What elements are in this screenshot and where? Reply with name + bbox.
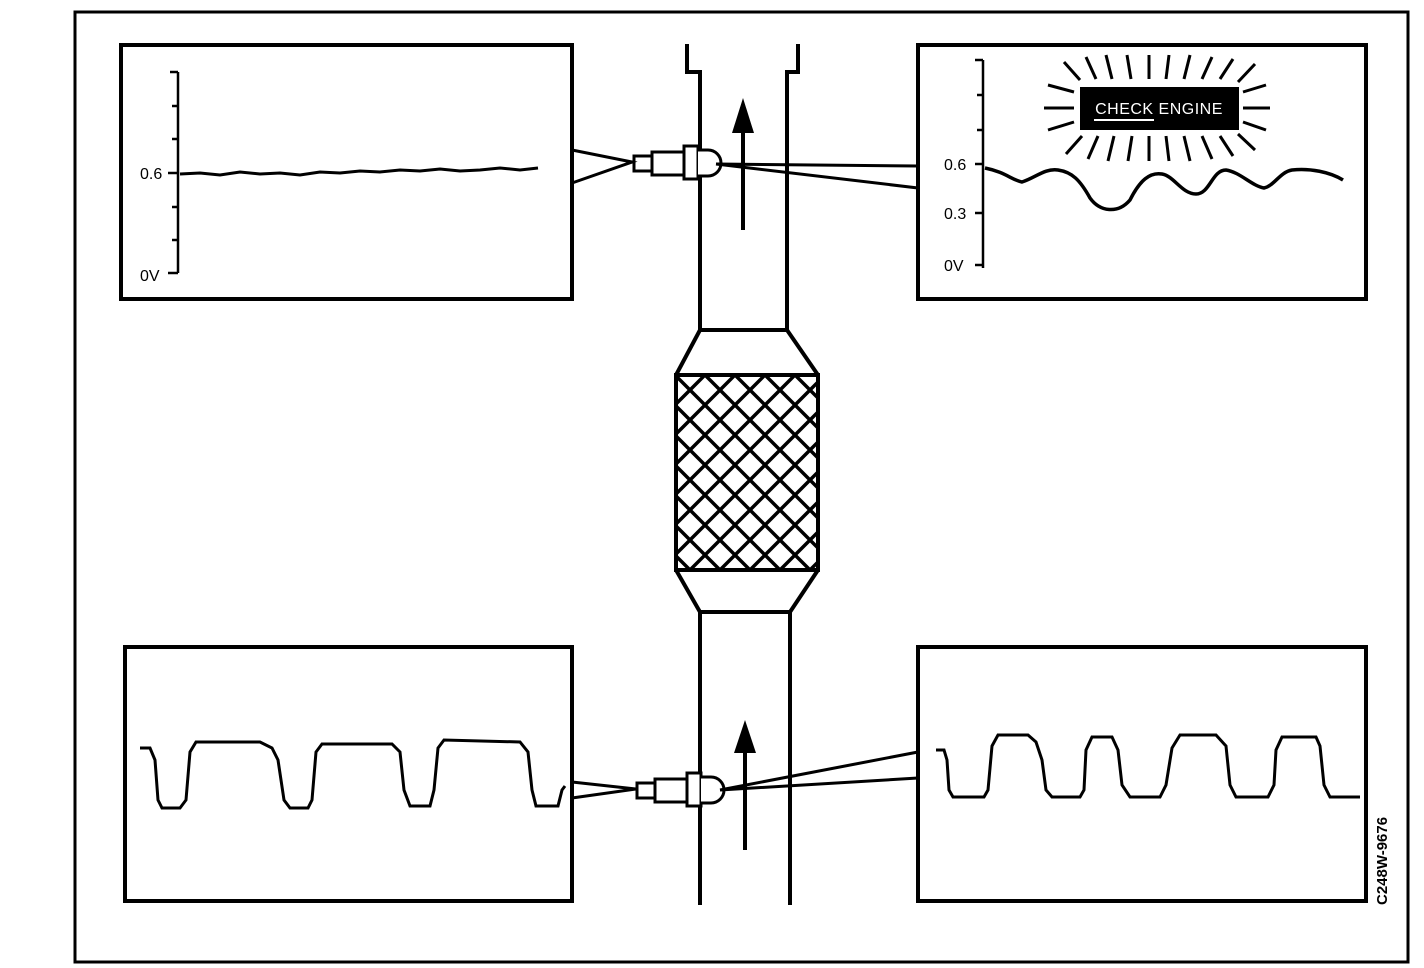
flow-arrow-icon <box>732 98 754 230</box>
panel-upstream-left: 0.6 0V <box>119 43 574 301</box>
check-engine-lamp-icon: CHECK ENGINE <box>1044 54 1270 162</box>
y-label-0-3: 0.3 <box>944 206 966 223</box>
exhaust-pipe <box>685 44 800 905</box>
panel-downstream-right <box>916 645 1368 903</box>
y-label-0-6: 0.6 <box>944 157 966 174</box>
callout-pointers <box>571 148 919 800</box>
catalytic-converter-icon <box>674 328 820 614</box>
figure-code: C248W-9676 <box>1374 817 1391 905</box>
downstream-oxygen-sensor-icon <box>635 771 726 808</box>
panel-upstream-right: 0.6 0.3 0V <box>916 43 1368 301</box>
y-label-0v: 0V <box>140 268 160 285</box>
check-engine-text: CHECK ENGINE <box>1095 101 1223 118</box>
waveform-square-4-cycles <box>936 733 1360 799</box>
flow-arrow-icon <box>734 720 756 850</box>
y-label-0-6: 0.6 <box>140 166 162 183</box>
figure-frame <box>73 10 1410 964</box>
waveform-square-3-cycles <box>140 738 567 810</box>
y-label-0v: 0V <box>944 258 964 275</box>
upstream-oxygen-sensor-icon <box>632 144 723 181</box>
panel-downstream-left <box>123 645 574 903</box>
waveform-flat <box>179 166 539 177</box>
waveform-degraded <box>984 166 1344 212</box>
